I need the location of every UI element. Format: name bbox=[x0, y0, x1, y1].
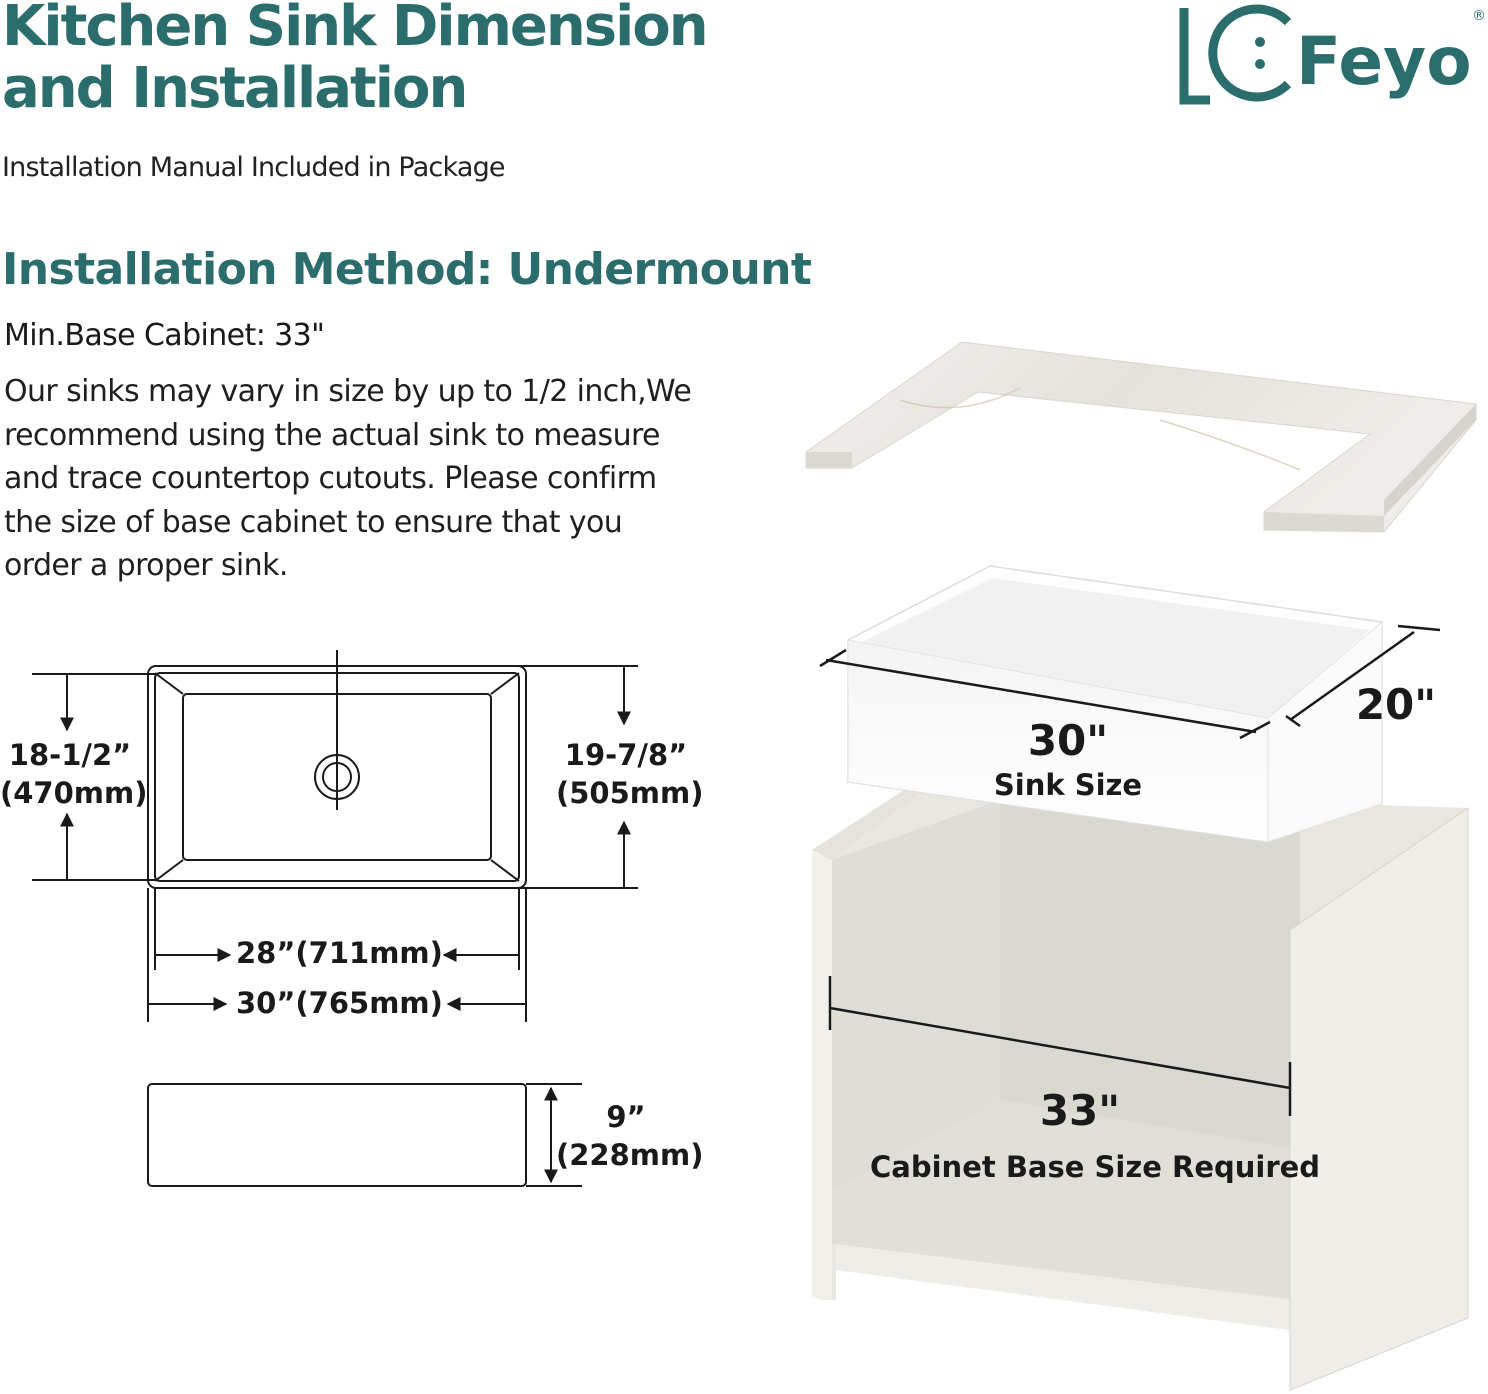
sizing-note: Our sinks may vary in size by up to 1/2 … bbox=[4, 370, 724, 588]
height-label: 9” (228mm) bbox=[556, 1098, 704, 1174]
subtitle: Installation Manual Included in Package bbox=[2, 152, 506, 183]
outer-depth-value: 19-7/8” bbox=[564, 738, 688, 772]
outer-width-label: 30”(765mm) bbox=[236, 986, 443, 1020]
countertop bbox=[805, 341, 1477, 533]
note-line: recommend using the actual sink to measu… bbox=[4, 417, 661, 453]
height-mm: (228mm) bbox=[556, 1138, 704, 1172]
note-line: Our sinks may vary in size by up to 1/2 … bbox=[4, 374, 692, 409]
note-line: the size of base cabinet to ensure that … bbox=[4, 504, 623, 540]
inner-depth-value: 18-1/2” bbox=[8, 738, 132, 772]
cabinet-width-label: 33" bbox=[1039, 1086, 1121, 1135]
min-base-cabinet: Min.Base Cabinet: 33" bbox=[4, 318, 325, 353]
page-title: Kitchen Sink Dimension and Installation bbox=[2, 0, 709, 121]
sink-width-label: 20" bbox=[1355, 680, 1437, 729]
title-line-1: Kitchen Sink Dimension bbox=[2, 0, 709, 59]
inner-depth-mm: (470mm) bbox=[0, 776, 148, 810]
installation-method-heading: Installation Method: Undermount bbox=[2, 244, 812, 295]
cabinet-size-caption: Cabinet Base Size Required bbox=[870, 1150, 1321, 1184]
sink-3d bbox=[847, 565, 1383, 843]
brand-logo: Feyo ® bbox=[1176, 2, 1488, 106]
outer-depth-mm: (505mm) bbox=[556, 776, 704, 810]
outer-depth-label: 19-7/8” (505mm) bbox=[556, 736, 704, 812]
title-line-2: and Installation bbox=[2, 56, 468, 121]
inner-width-label: 28”(711mm) bbox=[236, 936, 443, 970]
drain-icon bbox=[314, 754, 360, 800]
sink-top-view-drawing bbox=[32, 650, 638, 1187]
registered-mark: ® bbox=[1472, 8, 1486, 24]
inner-depth-label: 18-1/2” (470mm) bbox=[0, 736, 148, 812]
logo-mark-icon: Feyo ® bbox=[1179, 4, 1486, 105]
note-line: and trace countertop cutouts. Please con… bbox=[4, 461, 657, 496]
installation-scene bbox=[805, 341, 1477, 1391]
logo-text: Feyo bbox=[1296, 23, 1472, 100]
base-cabinet bbox=[812, 790, 1469, 1391]
height-value: 9” bbox=[606, 1100, 646, 1134]
sink-side-view bbox=[147, 1083, 527, 1187]
note-line: order a proper sink. bbox=[4, 548, 288, 583]
sink-length-label: 30" bbox=[1027, 716, 1109, 765]
sink-size-caption: Sink Size bbox=[993, 768, 1143, 802]
